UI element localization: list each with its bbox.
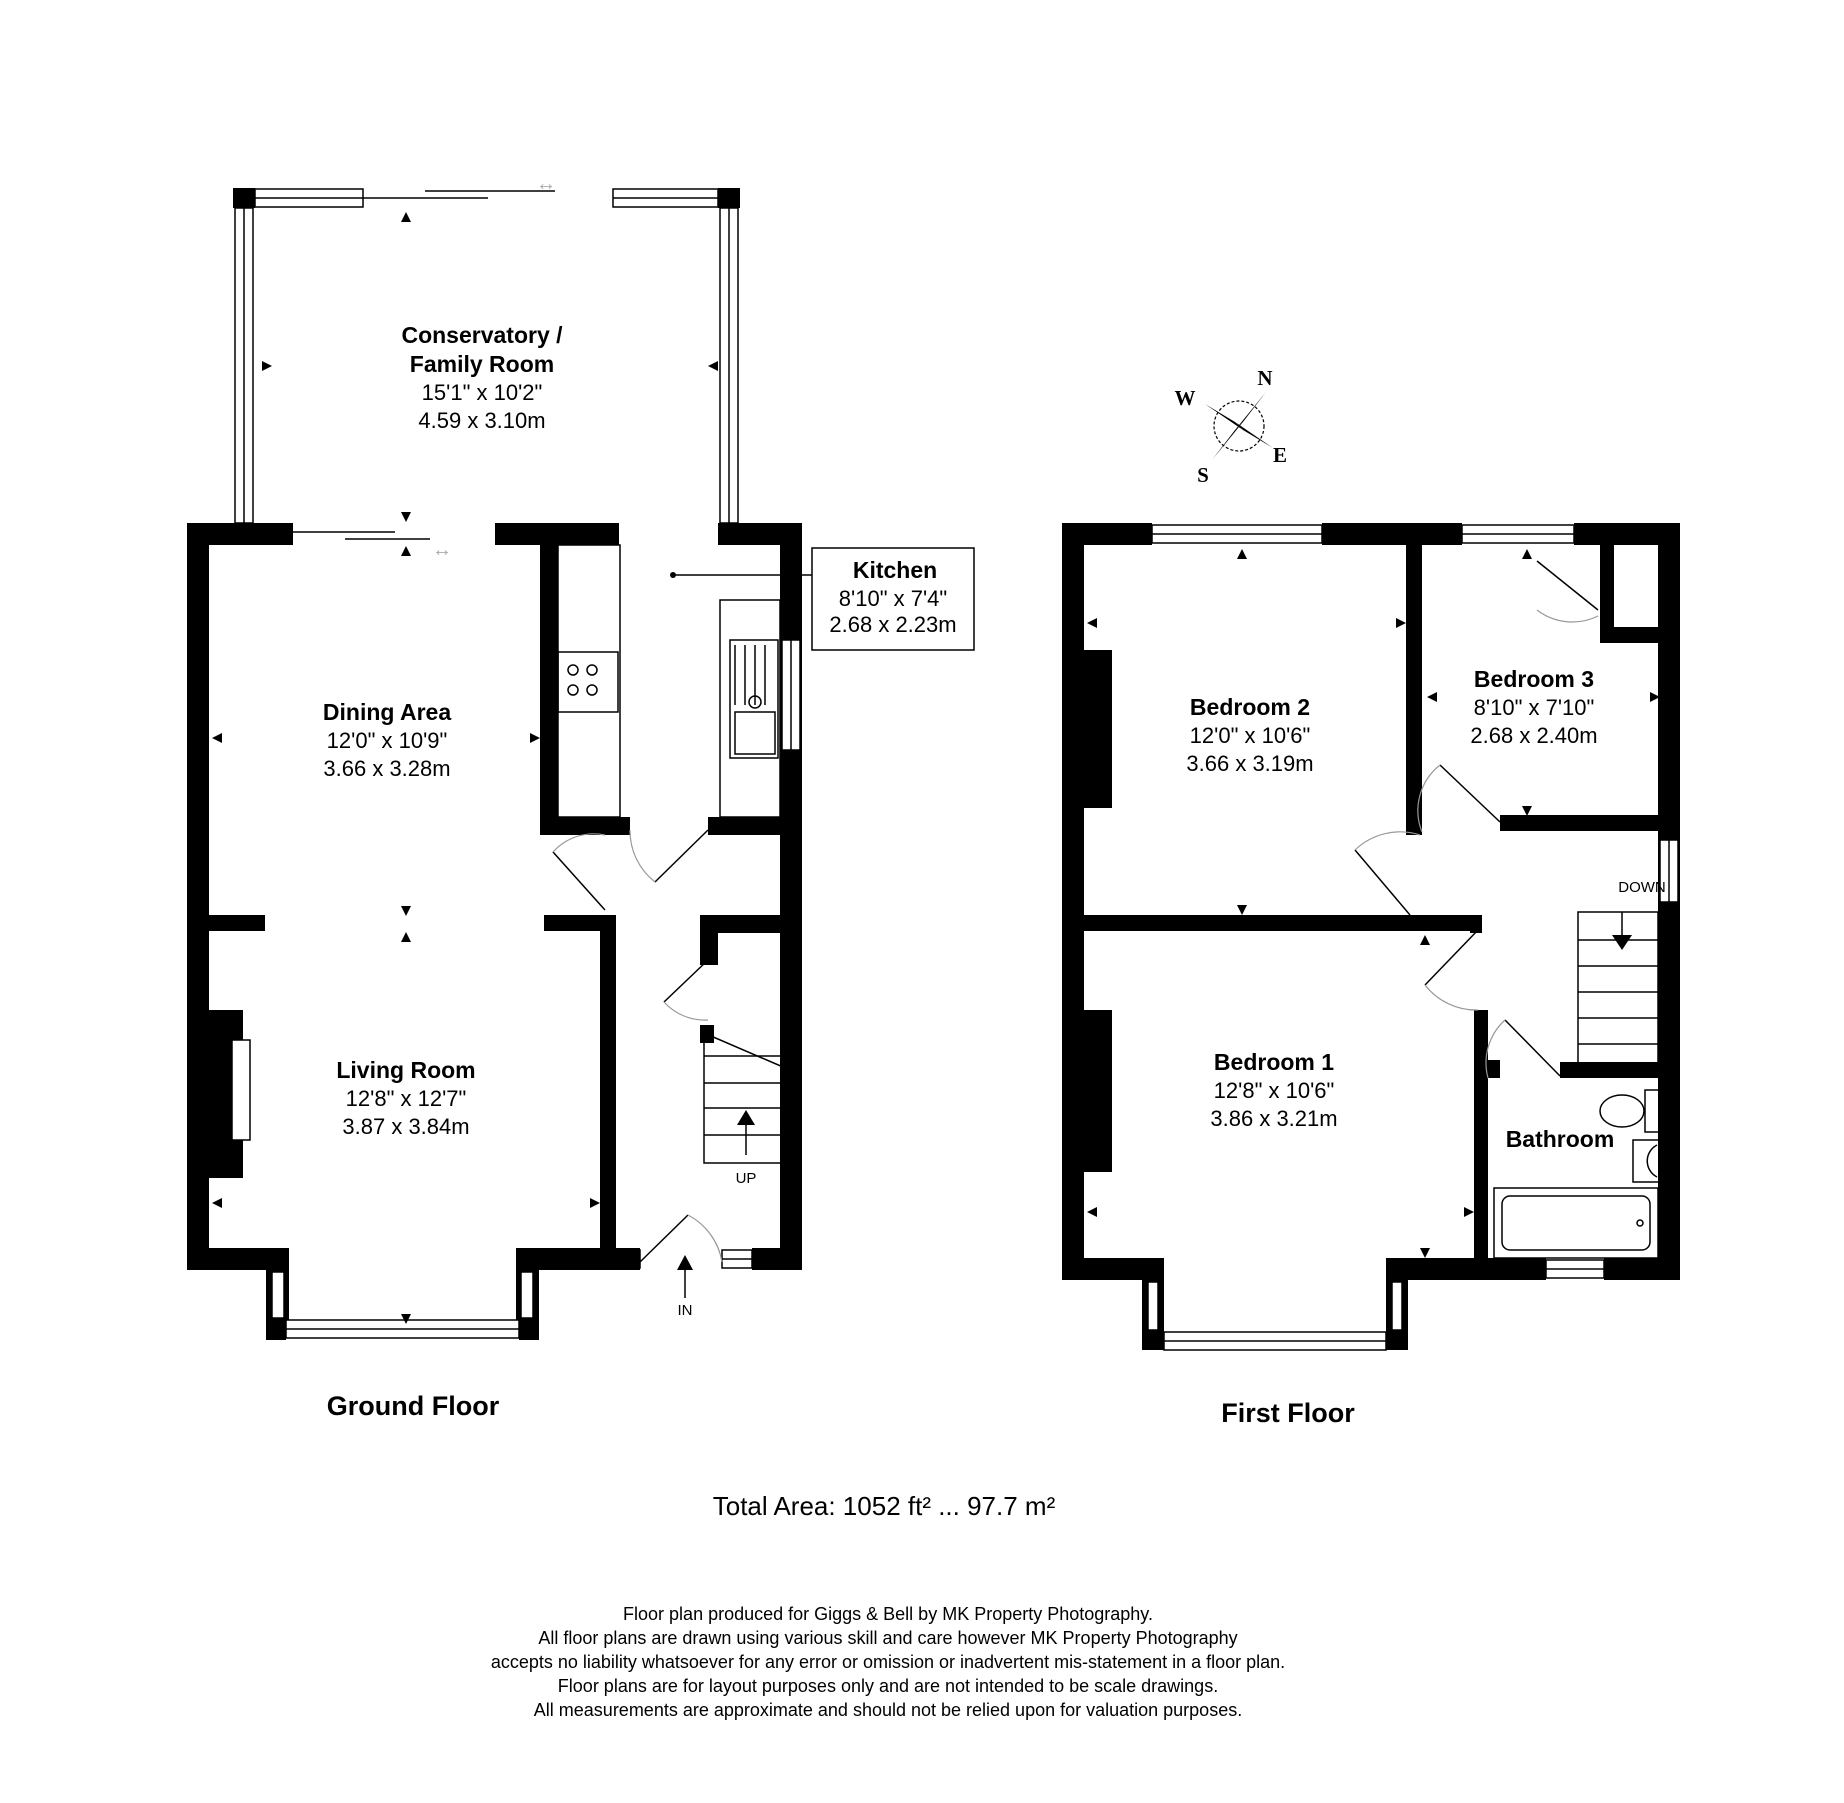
bedroom2-dim-metric: 3.66 x 3.19m bbox=[1186, 751, 1313, 776]
bedroom1-name: Bedroom 1 bbox=[1214, 1049, 1334, 1075]
entrance-arrow-icon bbox=[677, 1255, 693, 1298]
disclaimer-line: Floor plans are for layout purposes only… bbox=[558, 1676, 1218, 1696]
dining-dim-metric: 3.66 x 3.28m bbox=[323, 756, 450, 781]
compass-w-label: W bbox=[1175, 386, 1196, 410]
living-dim-metric: 3.87 x 3.84m bbox=[342, 1114, 469, 1139]
ground-interior-walls bbox=[209, 545, 802, 1270]
ground-floor-plan: ↔ bbox=[187, 173, 975, 1340]
ground-outer-walls bbox=[187, 523, 802, 1340]
bathroom-fittings bbox=[1493, 1089, 1662, 1259]
kitchen-dim-imperial: 8'10" x 7'4" bbox=[839, 586, 947, 611]
first-floor-title: First Floor bbox=[1221, 1398, 1355, 1428]
first-floor-plan bbox=[1062, 392, 1680, 1351]
dining-dim-imperial: 12'0" x 10'9" bbox=[327, 728, 448, 753]
disclaimer-line: accepts no liability whatsoever for any … bbox=[491, 1652, 1285, 1672]
ground-dimension-markers bbox=[212, 212, 718, 1324]
conservatory-name-line2: Family Room bbox=[410, 351, 554, 377]
bathroom-name: Bathroom bbox=[1506, 1126, 1615, 1152]
first-outer-walls bbox=[1062, 523, 1680, 1351]
stairs-up-label: UP bbox=[736, 1170, 757, 1187]
living-dim-imperial: 12'8" x 12'7" bbox=[346, 1086, 467, 1111]
conservatory-walls: ↔ bbox=[233, 173, 740, 524]
bedroom3-name: Bedroom 3 bbox=[1474, 666, 1594, 692]
first-stairs bbox=[1577, 911, 1659, 1069]
first-doors bbox=[1354, 560, 1599, 1079]
bedroom3-dim-metric: 2.68 x 2.40m bbox=[1470, 723, 1597, 748]
bedroom2-name: Bedroom 2 bbox=[1190, 694, 1310, 720]
kitchen-fittings bbox=[557, 544, 781, 818]
ground-stairs bbox=[700, 1025, 784, 1164]
bedroom1-dim-imperial: 12'8" x 10'6" bbox=[1214, 1078, 1335, 1103]
compass-n-label: N bbox=[1257, 366, 1272, 390]
kitchen-dim-metric: 2.68 x 2.23m bbox=[829, 612, 956, 637]
bedroom2-dim-imperial: 12'0" x 10'6" bbox=[1190, 723, 1311, 748]
conservatory-name-line1: Conservatory / bbox=[401, 322, 563, 348]
disclaimer-line: All measurements are approximate and sho… bbox=[534, 1700, 1242, 1720]
disclaimer-line: All floor plans are drawn using various … bbox=[538, 1628, 1237, 1648]
total-area: Total Area: 1052 ft² ... 97.7 m² bbox=[713, 1491, 1056, 1521]
first-dimension-markers bbox=[1087, 549, 1660, 1258]
compass-e-label: E bbox=[1273, 443, 1287, 467]
kitchen-name: Kitchen bbox=[853, 557, 937, 583]
sliding-door: ↔ bbox=[293, 531, 452, 561]
compass-icon bbox=[1205, 392, 1273, 460]
ground-doors bbox=[552, 829, 723, 1263]
compass-s-label: S bbox=[1197, 463, 1209, 487]
living-name: Living Room bbox=[336, 1057, 475, 1083]
disclaimer-line: Floor plan produced for Giggs & Bell by … bbox=[623, 1604, 1153, 1624]
bedroom3-dim-imperial: 8'10" x 7'10" bbox=[1474, 695, 1595, 720]
dining-name: Dining Area bbox=[323, 699, 451, 725]
entrance-label: IN bbox=[678, 1302, 693, 1319]
kitchen-label-box bbox=[670, 547, 975, 651]
ground-floor-title: Ground Floor bbox=[327, 1391, 500, 1421]
conservatory-dim-imperial: 15'1" x 10'2" bbox=[422, 380, 543, 405]
svg-text:↔: ↔ bbox=[536, 173, 556, 195]
first-interior-walls bbox=[1084, 545, 1680, 1278]
conservatory-dim-metric: 4.59 x 3.10m bbox=[418, 408, 545, 433]
bedroom1-dim-metric: 3.86 x 3.21m bbox=[1210, 1106, 1337, 1131]
stairs-down-label: DOWN bbox=[1618, 879, 1666, 896]
svg-text:↔: ↔ bbox=[432, 539, 452, 561]
